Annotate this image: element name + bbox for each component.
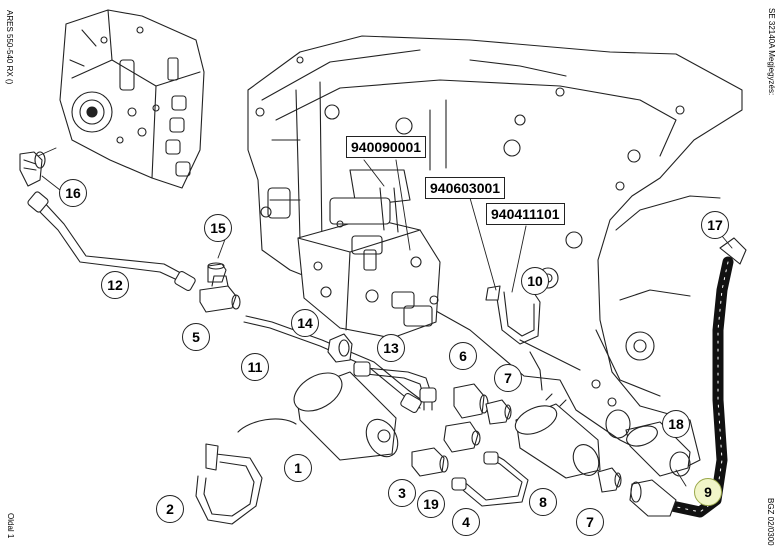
callout-4[interactable]: 4: [452, 508, 480, 536]
callout-19[interactable]: 19: [417, 490, 445, 518]
callout-12[interactable]: 12: [101, 271, 129, 299]
side-text-left-top: ARES 550-540 RX (): [5, 10, 14, 85]
control-valve-assembly: [297, 187, 441, 339]
leader-lines: [37, 147, 733, 487]
side-text-left-bottom: Oldal 1: [6, 513, 15, 539]
callout-1[interactable]: 1: [284, 454, 312, 482]
part-7-fitting-lower: [597, 467, 622, 493]
part-19-adapter: [443, 421, 481, 453]
part-number-label[interactable]: 940411101: [486, 203, 565, 225]
part-6-elbow: [453, 383, 489, 419]
part-4-pipe: [451, 451, 529, 507]
part-15-plug: [207, 262, 227, 283]
callout-7-lower[interactable]: 7: [576, 508, 604, 536]
part-16-elbow: [19, 151, 46, 187]
part-7-fitting-upper: [485, 399, 512, 425]
part-5-tee: [199, 275, 241, 313]
callout-7[interactable]: 7: [494, 364, 522, 392]
callout-8[interactable]: 8: [529, 488, 557, 516]
part-10-bracket: [485, 285, 543, 391]
callout-17[interactable]: 17: [701, 211, 729, 239]
callout-15[interactable]: 15: [204, 214, 232, 242]
inset-valve-block: [59, 9, 205, 189]
callout-18[interactable]: 18: [662, 410, 690, 438]
part-number-label[interactable]: 940603001: [425, 177, 506, 199]
side-text-right-top: SE 32140A Megjegyzés:: [767, 8, 776, 96]
callout-9-highlighted[interactable]: 9: [694, 478, 722, 506]
callout-11[interactable]: 11: [241, 353, 269, 381]
part-12-pipe: [27, 191, 196, 292]
callout-5[interactable]: 5: [182, 323, 210, 351]
callout-13[interactable]: 13: [377, 334, 405, 362]
part-18-filter-element: [605, 409, 691, 477]
callout-6[interactable]: 6: [449, 342, 477, 370]
callout-3[interactable]: 3: [388, 479, 416, 507]
part-14-connector: [327, 333, 353, 363]
callout-2[interactable]: 2: [156, 495, 184, 523]
part-9-17-hose: [629, 237, 747, 518]
part-2-clamp: [195, 418, 297, 525]
part-3-adapter: [411, 447, 449, 477]
part-1-filter: [293, 371, 399, 461]
callout-14[interactable]: 14: [291, 309, 319, 337]
side-text-right-bottom: BGZ 02/0300: [766, 498, 775, 546]
part-8-filter-housing: [514, 393, 601, 479]
part-13-pipe: [353, 361, 437, 411]
part-number-label[interactable]: 940090001: [346, 136, 427, 158]
callout-16[interactable]: 16: [59, 179, 87, 207]
callout-10[interactable]: 10: [521, 267, 549, 295]
